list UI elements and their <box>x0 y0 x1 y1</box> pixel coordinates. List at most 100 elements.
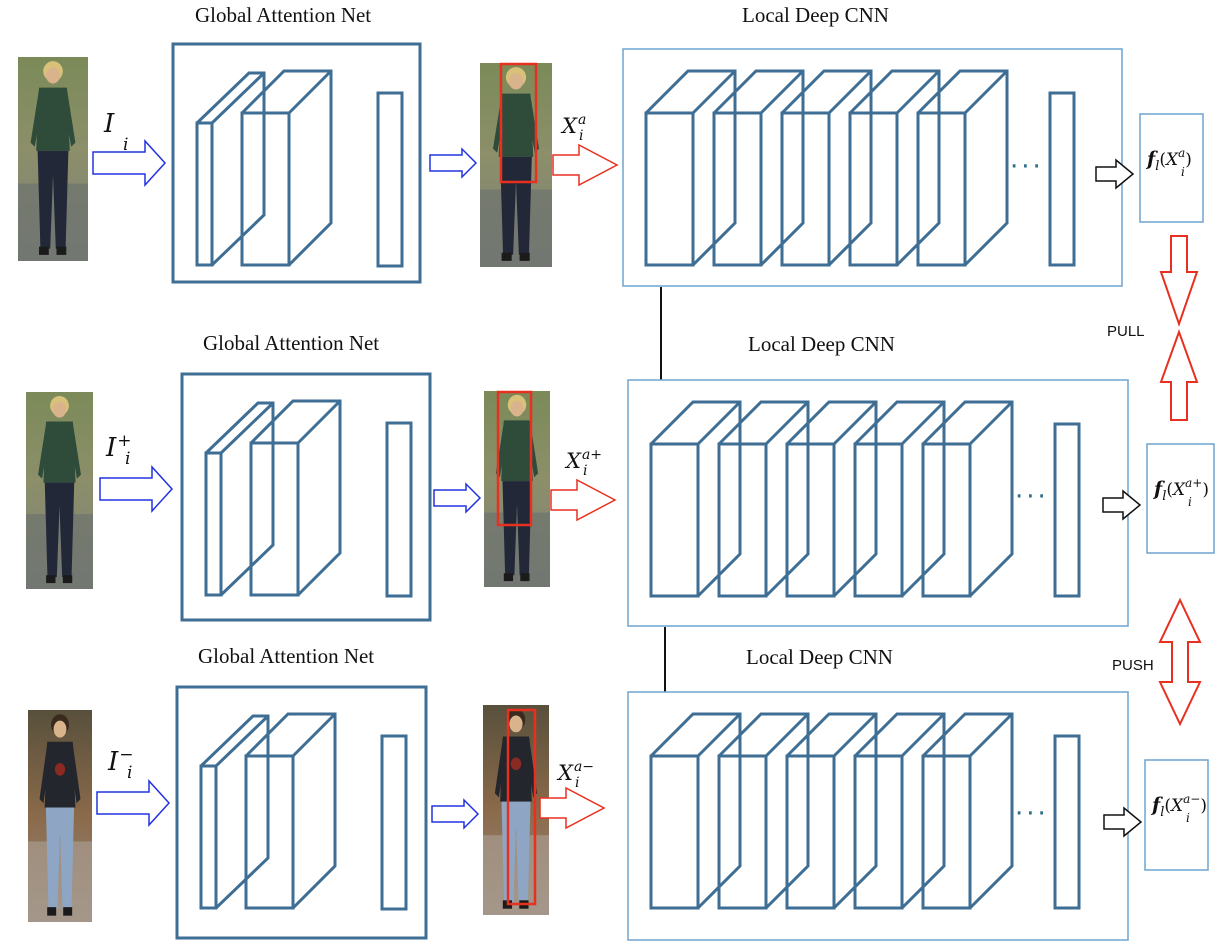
crop-label-sup: a+ <box>582 447 602 463</box>
cnn-conv-block-4 <box>853 712 946 910</box>
push-arrow <box>1158 597 1202 727</box>
feature-box <box>1146 443 1215 554</box>
attention-conv-block-2 <box>240 69 333 267</box>
input-label: Ii <box>103 109 128 155</box>
feature-close-paren: ) <box>1185 150 1192 170</box>
global-attention-net-title: Global Attention Net <box>203 331 379 355</box>
attention-fc-layer <box>376 91 404 268</box>
attention-crop-box <box>499 62 538 184</box>
crop-label-sub: i <box>583 463 587 479</box>
feature-arg: X <box>1171 480 1186 500</box>
pull-arrow-up <box>1159 329 1199 421</box>
input-person-image <box>28 710 92 922</box>
attention-conv-block-1 <box>204 401 275 597</box>
feature-fn-sub: l <box>1162 489 1166 504</box>
pull-label: PULL <box>1107 323 1145 340</box>
attended-person-image <box>484 391 550 587</box>
attended-person-image <box>480 63 552 267</box>
global-attention-net-title: Global Attention Net <box>198 644 374 668</box>
global-attention-net-frame <box>171 42 422 284</box>
feature-arg: X <box>1169 796 1184 816</box>
global-attention-net-frame <box>175 685 428 940</box>
input-label-sup: − <box>119 745 133 765</box>
feature-arg: X <box>1164 150 1179 170</box>
attended-person-image <box>483 705 549 915</box>
local-deep-cnn-title: Local Deep CNN <box>746 645 893 669</box>
crop-label-symbol: X <box>556 761 574 785</box>
attention-output-arrow <box>431 798 480 830</box>
attention-conv-block-2 <box>244 712 337 910</box>
feature-close-paren: ) <box>1200 796 1207 816</box>
feature-fn: f <box>1152 478 1165 500</box>
input-label-sub: i <box>123 135 128 155</box>
cnn-ellipsis: ··· <box>1015 482 1049 512</box>
input-arrow <box>92 139 167 187</box>
cnn-conv-block-2 <box>717 712 810 910</box>
feature-arg-sup: a− <box>1183 792 1200 806</box>
cnn-conv-block-4 <box>848 69 941 267</box>
cnn-ellipsis: ··· <box>1015 799 1049 829</box>
push-label: PUSH <box>1112 657 1154 674</box>
attention-fc-layer <box>380 734 408 911</box>
input-label-symbol: I <box>107 747 119 777</box>
cnn-fc-layer <box>1053 734 1081 910</box>
feature-box <box>1139 113 1204 223</box>
cnn-conv-block-5 <box>921 712 1014 910</box>
input-person-image <box>26 392 93 589</box>
input-label-symbol: I <box>105 433 117 463</box>
feature-arg-sub: i <box>1186 811 1190 825</box>
crop-label-sup: a− <box>574 759 594 775</box>
attention-output-arrow <box>429 147 478 179</box>
crop-label-sup: a <box>578 112 586 128</box>
feature-output-arrow <box>1103 806 1143 838</box>
local-deep-cnn-title: Local Deep CNN <box>748 332 895 356</box>
crop-label-symbol: X <box>564 449 582 473</box>
crop-to-cnn-arrow <box>539 786 606 830</box>
feature-fn: f <box>1145 148 1158 170</box>
attention-crop-box <box>506 708 537 906</box>
feature-close-paren: ) <box>1202 480 1209 500</box>
feature-arg-sub: i <box>1181 165 1185 179</box>
pull-arrows <box>1159 235 1199 421</box>
feature-output-arrow <box>1102 489 1142 521</box>
attention-fc-layer <box>385 421 413 598</box>
input-label: I−i <box>107 745 134 783</box>
cnn-ellipsis: ··· <box>1010 152 1044 182</box>
crop-to-cnn-arrow <box>550 478 617 522</box>
cnn-conv-block-3 <box>785 712 878 910</box>
feature-label: fl(Xa+) <box>1152 476 1209 504</box>
feature-arg-sup: a+ <box>1185 476 1202 490</box>
feature-open-paren: ( <box>1166 480 1173 500</box>
input-label-sup: + <box>117 431 131 451</box>
attention-conv-block-1 <box>195 71 266 267</box>
cnn-conv-block-3 <box>780 69 873 267</box>
attention-conv-block-1 <box>199 714 270 910</box>
crop-label: Xa+i <box>564 447 602 479</box>
cnn-conv-block-5 <box>916 69 1009 267</box>
feature-output-arrow <box>1095 158 1135 190</box>
cnn-conv-block-1 <box>644 69 737 267</box>
input-label-sub: i <box>127 763 132 783</box>
cnn-conv-block-3 <box>785 400 878 598</box>
cnn-fc-layer <box>1053 422 1081 598</box>
cnn-conv-block-1 <box>649 712 742 910</box>
feature-fn-sub: l <box>1155 159 1159 174</box>
input-label: I+i <box>105 431 132 469</box>
attention-crop-box <box>496 390 533 527</box>
crop-label: Xa−i <box>556 759 594 791</box>
cnn-fc-layer <box>1048 91 1076 267</box>
attention-conv-block-2 <box>249 399 342 597</box>
input-arrow <box>99 465 174 513</box>
cnn-conv-block-2 <box>712 69 805 267</box>
feature-label: fl(Xa−) <box>1150 792 1207 820</box>
crop-to-cnn-arrow <box>552 143 619 187</box>
feature-fn: f <box>1150 794 1163 816</box>
feature-fn-sub: l <box>1160 805 1164 820</box>
input-label-symbol: I <box>103 109 115 139</box>
crop-label-sub: i <box>579 128 583 144</box>
